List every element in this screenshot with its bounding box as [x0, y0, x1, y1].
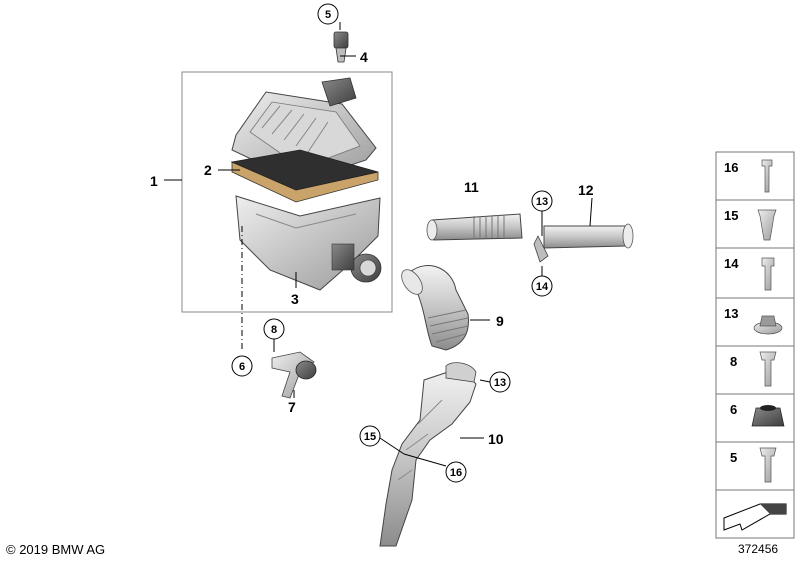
legend-row-13[interactable]: 13 [715, 297, 795, 347]
intake-air-sensor[interactable] [333, 31, 349, 63]
circled-callouts: 5 6 8 13 14 13 15 16 [231, 3, 553, 483]
copyright-notice: © 2019 BMW AG [6, 542, 106, 557]
callout-3[interactable]: 3 [291, 291, 299, 307]
filter-housing-lower[interactable] [235, 195, 382, 291]
callout-2[interactable]: 2 [204, 162, 212, 178]
clip-nut-icon [757, 209, 777, 241]
callout-13-lower[interactable]: 13 [489, 371, 511, 393]
intake-hose[interactable] [397, 265, 469, 351]
legend-row-5[interactable]: 5 [715, 441, 795, 491]
legend-row-16[interactable]: 16 [715, 151, 795, 201]
svg-text:13: 13 [536, 196, 548, 208]
leader-lines [164, 22, 593, 467]
hardware-legend: 16 15 14 13 8 6 [715, 151, 795, 539]
callouts: 1 2 3 4 7 9 10 11 12 [150, 49, 594, 447]
air-duct[interactable] [533, 223, 634, 263]
legend-label: 16 [724, 160, 738, 175]
legend-label: 14 [724, 256, 739, 271]
legend-label: 5 [730, 450, 737, 465]
callout-9[interactable]: 9 [496, 313, 504, 329]
legend-label: 6 [730, 402, 737, 417]
callout-6[interactable]: 6 [231, 355, 253, 377]
legend-label: 8 [730, 354, 737, 369]
svg-text:16: 16 [450, 467, 462, 479]
diagram-id: 372456 [738, 542, 779, 556]
svg-text:6: 6 [239, 361, 245, 373]
legend-row-symbol [715, 489, 795, 539]
svg-text:5: 5 [325, 9, 331, 21]
legend-label: 13 [724, 306, 738, 321]
legend-row-6[interactable]: 6 [715, 393, 795, 443]
callout-4[interactable]: 4 [360, 49, 368, 65]
svg-text:15: 15 [364, 431, 376, 443]
svg-text:8: 8 [271, 324, 277, 336]
assembly-frame [181, 71, 393, 313]
callout-8[interactable]: 8 [263, 318, 285, 340]
callout-5[interactable]: 5 [317, 3, 339, 25]
intake-pipe[interactable] [426, 213, 523, 241]
callout-7[interactable]: 7 [288, 399, 296, 415]
callout-15[interactable]: 15 [359, 425, 381, 447]
callout-16[interactable]: 16 [445, 461, 467, 483]
callout-13-upper[interactable]: 13 [531, 190, 553, 212]
legend-row-15[interactable]: 15 [715, 199, 795, 249]
callout-10[interactable]: 10 [488, 431, 504, 447]
bolt-icon [759, 447, 777, 483]
svg-text:13: 13 [494, 377, 506, 389]
screw-icon [759, 351, 777, 387]
svg-text:14: 14 [536, 281, 549, 293]
callout-1[interactable]: 1 [150, 173, 158, 189]
bracket[interactable] [271, 351, 317, 399]
bolt-icon [761, 159, 773, 193]
intake-snorkel[interactable] [379, 362, 477, 547]
legend-row-14[interactable]: 14 [715, 247, 795, 299]
callout-14[interactable]: 14 [531, 275, 553, 297]
filter-element[interactable] [230, 149, 379, 203]
legend-row-8[interactable]: 8 [715, 345, 795, 395]
callout-11[interactable]: 11 [464, 179, 479, 195]
stud-icon [761, 257, 775, 291]
legend-label: 15 [724, 208, 738, 223]
callout-12[interactable]: 12 [578, 182, 594, 198]
